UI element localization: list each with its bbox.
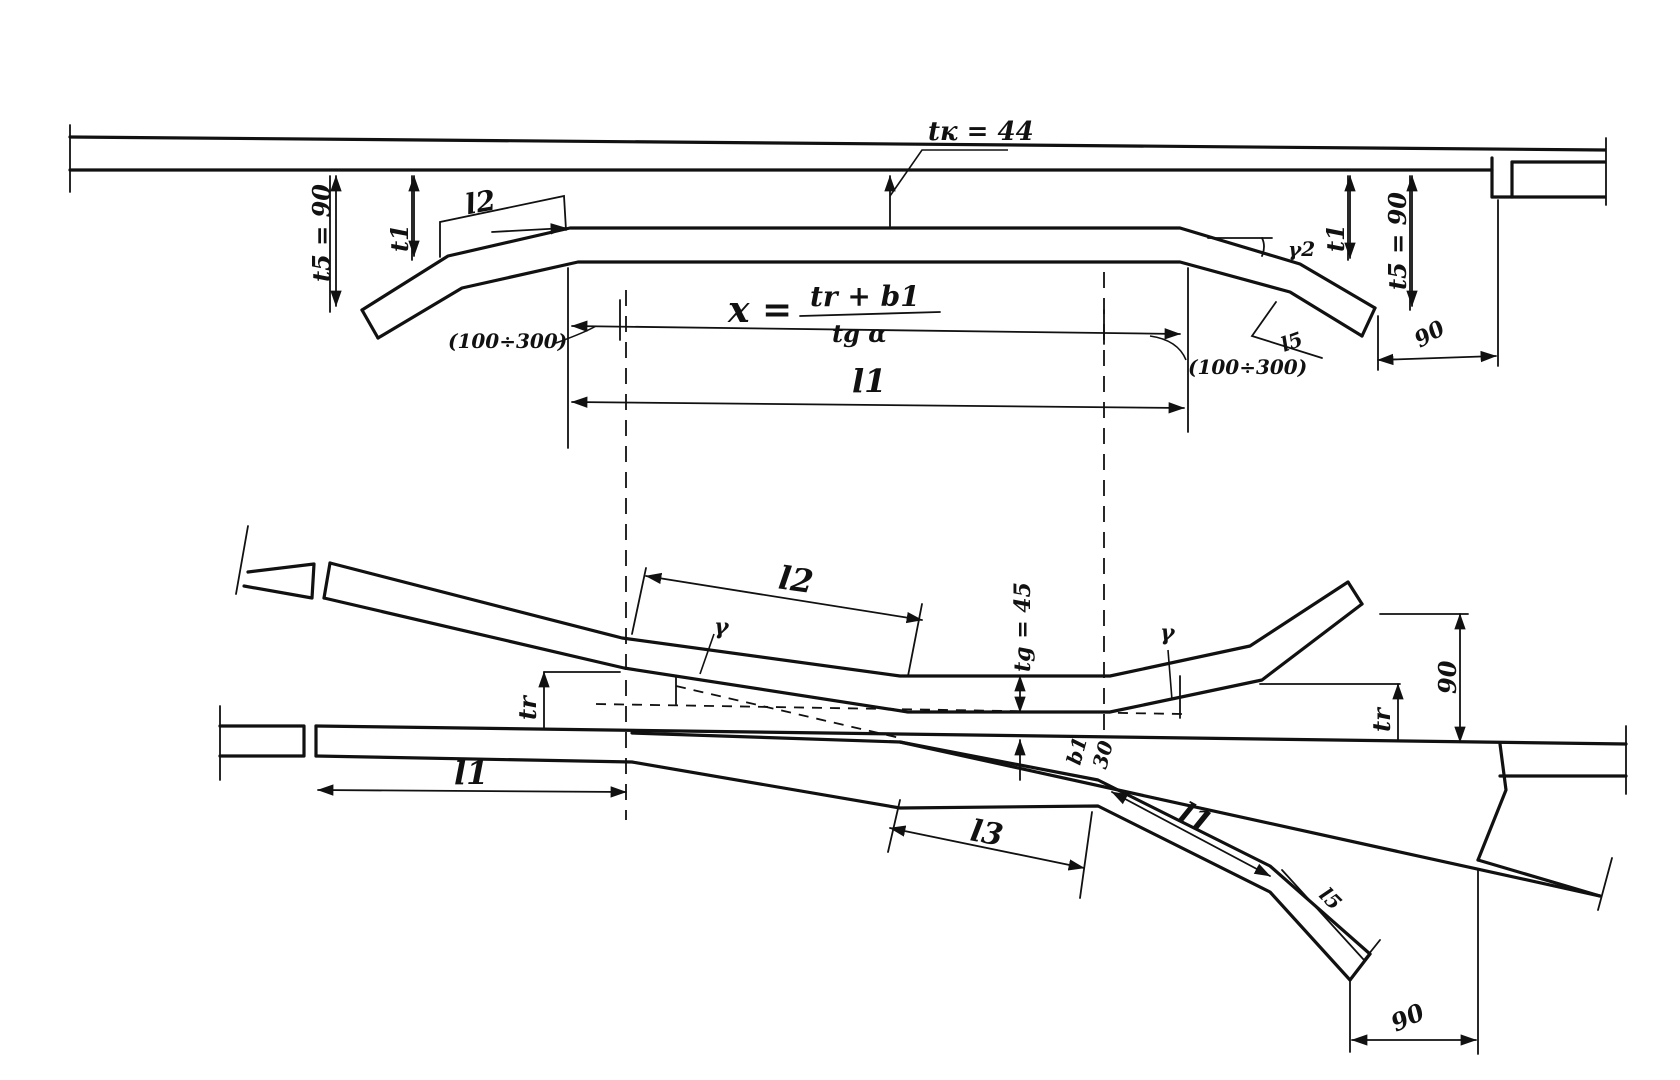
x-dimension — [571, 320, 1181, 340]
t1-left-label: t1 — [385, 224, 414, 252]
crossing-rail-outer-edge — [314, 754, 1352, 982]
projection-lines — [625, 272, 1105, 820]
crossing-rail-inner-edge — [630, 731, 1372, 956]
l2-top-arrow — [491, 223, 567, 235]
l3-tick-right — [1079, 811, 1093, 899]
crossing-rail-end — [1348, 952, 1372, 982]
top-view: tк = 44 t5 = 90 t1 t1 t5 = 90 l2 γ2 (100… — [68, 117, 1607, 449]
main-rail-upper-edge — [314, 724, 1628, 746]
range-left-label: (100÷300) — [448, 329, 567, 353]
l2-bottom-label: l2 — [776, 559, 815, 601]
l4-dimension — [1111, 791, 1271, 877]
l3-tick-left — [887, 799, 901, 853]
gamma2-arc — [1261, 237, 1265, 257]
l2-top-label: l2 — [463, 184, 498, 222]
gamma-left-label: γ — [714, 614, 730, 640]
l2-bottom-tick-left — [631, 567, 647, 635]
t1-right-label: t1 — [1321, 224, 1350, 252]
wing-rail-lower-edge — [322, 596, 1364, 714]
l1-bottom-dimension — [317, 784, 627, 798]
range-right-label: (100÷300) — [1188, 355, 1307, 379]
l2-bottom-tick-right — [907, 603, 923, 677]
diverging-rail-lower-edge — [1476, 858, 1602, 898]
t5-left-label: t5 = 90 — [307, 184, 336, 282]
formula-numerator: tr + b1 — [810, 280, 920, 313]
tk-label: tк = 44 — [928, 117, 1034, 147]
dim-90-bottom-label: 90 — [1386, 997, 1429, 1038]
wing-rail-left-end — [322, 561, 332, 600]
formula-denominator: tg α — [832, 319, 887, 348]
tr-right-label: tr — [1367, 706, 1396, 732]
dashed-line-horizontal — [595, 703, 1183, 715]
dim-30-label: 30 — [1088, 738, 1118, 771]
gamma-left-leader — [699, 633, 715, 675]
formula-fraction-bar — [799, 311, 941, 317]
dim-90-right-label: 90 — [1433, 660, 1462, 694]
top-main-rail-upper-edge — [68, 135, 1607, 152]
wing-rail-upper-edge — [328, 561, 1350, 678]
bottom-stub-upper-tick — [235, 525, 249, 595]
tr-left-label: tr — [513, 694, 542, 720]
l2-top-dimension — [439, 194, 567, 258]
dim-90-top — [1377, 350, 1497, 366]
dim-90-top-label: 90 — [1410, 315, 1450, 353]
t5-right-label: t5 = 90 — [1383, 192, 1412, 290]
bottom-view: γ γ l2 tg = 45 tr tr 90 l1 b1 30 — [218, 525, 1628, 1055]
gamma-right-label: γ — [1160, 620, 1176, 646]
bottom-stub-left — [218, 724, 306, 758]
l1-bottom-label: l1 — [454, 754, 488, 792]
gamma2-label: γ2 — [1288, 237, 1315, 261]
l5-top-dimension — [1250, 301, 1323, 359]
l3-label: l3 — [968, 814, 1006, 854]
diverging-rail-tick — [1597, 857, 1613, 911]
l3-dimension — [889, 825, 1085, 871]
l1-top-label: l1 — [852, 362, 886, 400]
wing-rail-right-end — [1346, 580, 1364, 606]
range-right-leader — [1149, 335, 1187, 361]
bottom-stub-upper — [242, 562, 316, 600]
l5-bottom-dimension — [1281, 869, 1381, 962]
l2-bottom-dimension — [645, 572, 923, 624]
l1-top-dimension — [571, 396, 1185, 414]
dashed-line-diagonal — [675, 685, 901, 739]
formula-lhs: x = — [727, 289, 792, 331]
main-rail-break — [1476, 742, 1508, 862]
top-insert-left-end — [360, 308, 380, 340]
top-insert-rail-lower-edge — [376, 260, 1364, 340]
tg-label: tg = 45 — [1010, 582, 1036, 672]
top-insert-right-end — [1360, 306, 1377, 338]
tk-leader — [889, 149, 1008, 197]
gamma-right-leader — [1167, 649, 1173, 701]
top-insert-rail-upper-edge — [360, 226, 1377, 312]
